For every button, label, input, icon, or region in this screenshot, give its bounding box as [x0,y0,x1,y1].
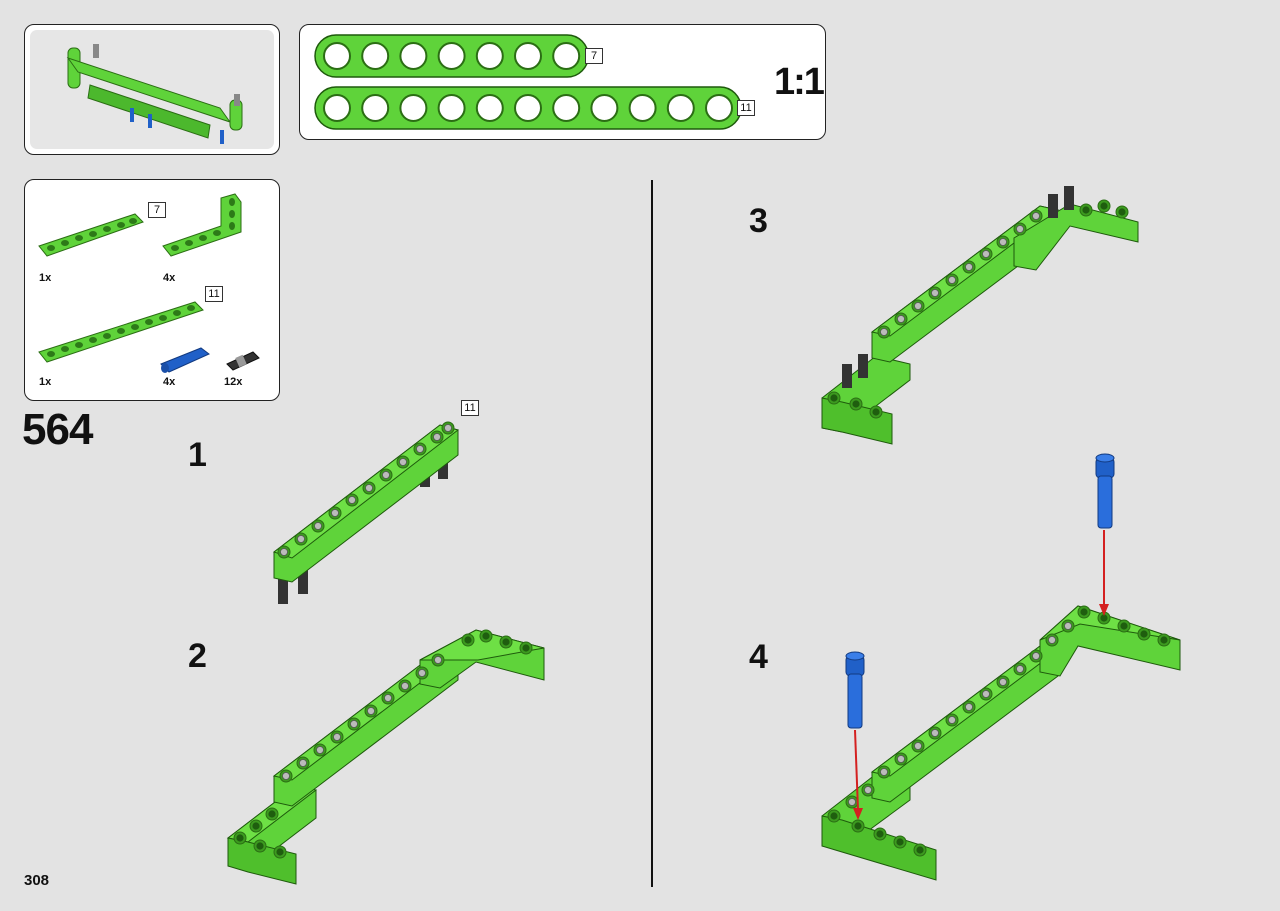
scale-beam-hole [705,94,733,122]
blue-pin-2 [845,651,865,729]
part-beam-7-qty: 1x [39,272,52,284]
beam-7-length-tag: 7 [585,48,603,64]
model-preview-area [30,30,274,149]
part-beam-11-qty: 1x [39,376,52,388]
scale-beams [314,34,742,130]
scale-beam-hole [514,94,542,122]
part-beam-7-tag: 7 [148,202,166,218]
scale-beam-hole [323,42,351,70]
scale-beam-hole [399,42,428,70]
substep-3-image [821,186,1139,445]
model-preview-image [66,44,243,144]
scale-panel: 7 11 [299,24,826,140]
parts-illustrations [38,193,260,373]
part-beam-11-tag: 11 [205,286,223,302]
part-black-pin-image [226,351,260,371]
scale-beam-hole [514,42,542,70]
scale-beam-hole [475,94,504,122]
part-blue-pin-qty: 4x [163,376,176,388]
substep-1-number: 1 [188,436,207,474]
part-beam-11-image [38,301,204,363]
parts-list-panel: 7 1x 4x 11 1x 4x 12x [24,179,280,401]
model-preview-panel [24,24,280,155]
insert-arrows [853,530,1109,820]
part-l-beam-image [162,193,242,257]
page-number: 308 [24,872,50,889]
scale-beam-hole [590,94,619,122]
scale-beam-hole [628,94,657,122]
substep-4-number: 4 [749,638,768,676]
scale-beam-hole [399,94,428,122]
substep-2-image [226,629,545,885]
column-divider [651,180,653,887]
substep-4-image [821,453,1181,881]
scale-beam-hole [437,94,466,122]
part-blue-pin-image [160,347,210,373]
scale-beam-hole [552,94,581,122]
beam-11-length-tag: 11 [737,100,755,116]
scale-beam-hole [361,42,390,70]
step-number: 564 [22,405,93,454]
part-black-pin-qty: 12x [224,376,243,388]
scale-beam-hole [552,42,581,70]
substep-1-image [272,421,460,604]
scale-beam-hole [323,94,351,122]
substep-2-number: 2 [188,637,207,675]
part-beam-7-image [38,213,144,257]
scale-beam-hole [666,94,695,122]
part-l-beam-qty: 4x [163,272,176,284]
scale-label: 1:1 [774,61,825,103]
substep-1-length-tag: 11 [461,400,479,416]
scale-beam-hole [437,42,466,70]
substep-3-number: 3 [749,202,768,240]
scale-beam-hole [475,42,504,70]
blue-pin-1 [1095,453,1115,529]
scale-beam-hole [361,94,390,122]
